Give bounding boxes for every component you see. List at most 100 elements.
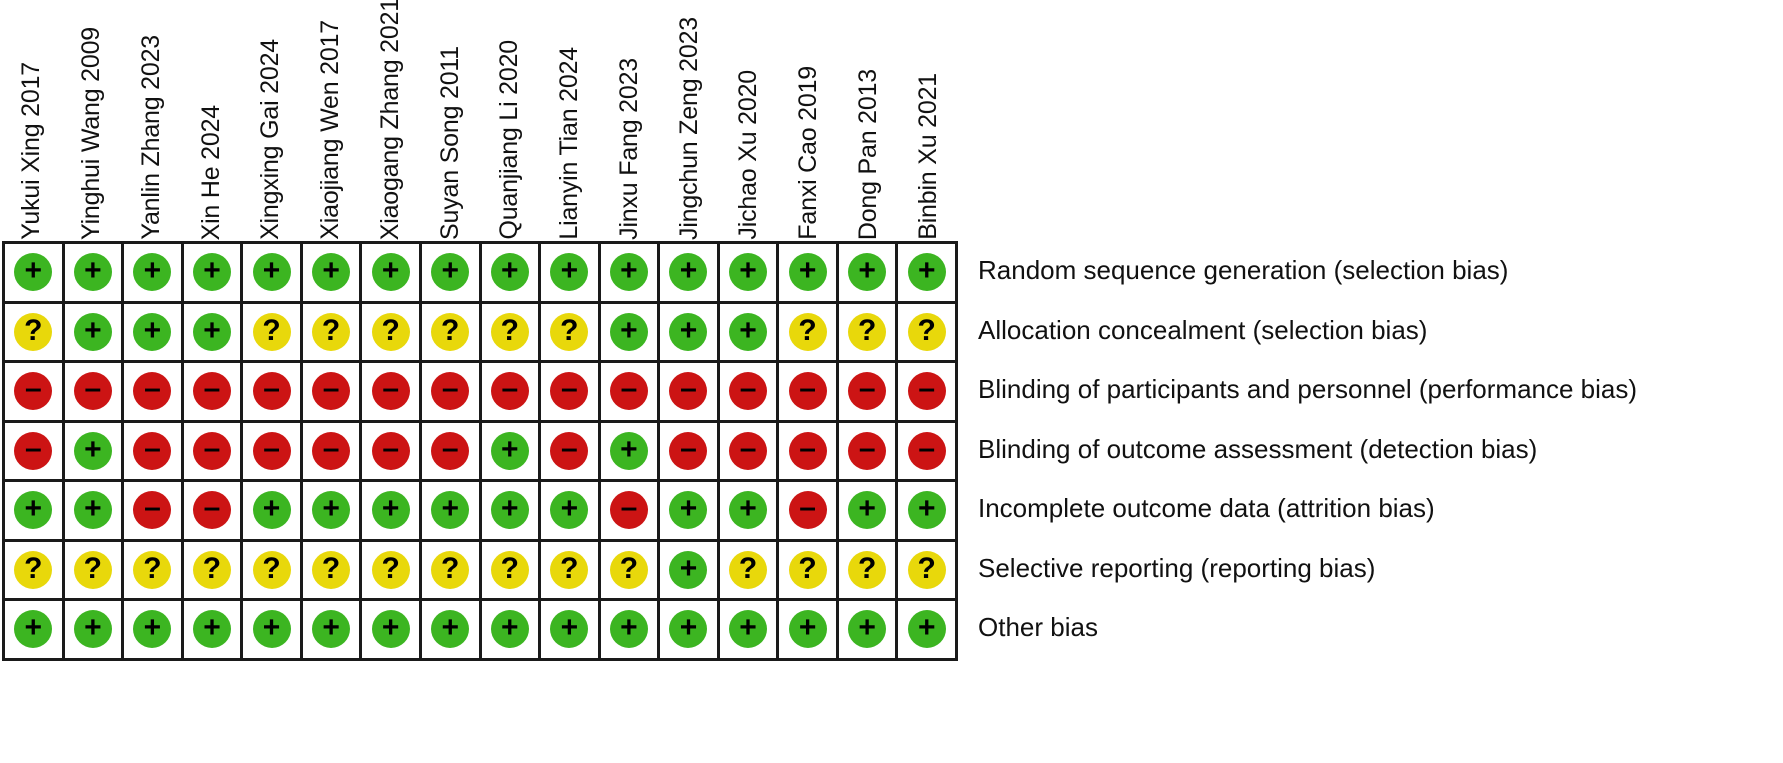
judgement-cell[interactable] xyxy=(660,601,720,661)
judgement-cell[interactable] xyxy=(243,541,303,601)
judgement-cell[interactable] xyxy=(719,601,780,661)
judgement-cell[interactable] xyxy=(838,363,899,423)
judgement-cell[interactable] xyxy=(719,244,780,304)
judgement-cell[interactable] xyxy=(302,422,363,482)
judgement-cell[interactable] xyxy=(243,363,303,423)
judgement-cell[interactable] xyxy=(660,541,720,601)
judgement-cell[interactable] xyxy=(5,541,65,601)
judgement-cell[interactable] xyxy=(421,482,482,542)
judgement-cell[interactable] xyxy=(660,482,720,542)
judgement-cell[interactable] xyxy=(124,541,184,601)
judgement-cell[interactable] xyxy=(898,422,958,482)
judgement-cell[interactable] xyxy=(600,541,661,601)
judgement-cell[interactable] xyxy=(541,303,601,363)
judgement-cell[interactable] xyxy=(779,482,839,542)
judgement-cell[interactable] xyxy=(124,244,184,304)
judgement-cell[interactable] xyxy=(421,363,482,423)
judgement-cell[interactable] xyxy=(541,363,601,423)
judgement-cell[interactable] xyxy=(838,601,899,661)
judgement-cell[interactable] xyxy=(660,303,720,363)
judgement-cell[interactable] xyxy=(600,303,661,363)
judgement-cell[interactable] xyxy=(838,422,899,482)
judgement-cell[interactable] xyxy=(838,541,899,601)
judgement-cell[interactable] xyxy=(124,363,184,423)
judgement-cell[interactable] xyxy=(481,482,542,542)
judgement-cell[interactable] xyxy=(838,482,899,542)
judgement-cell[interactable] xyxy=(362,363,422,423)
judgement-cell[interactable] xyxy=(481,422,542,482)
judgement-cell[interactable] xyxy=(183,303,244,363)
judgement-cell[interactable] xyxy=(779,363,839,423)
judgement-cell[interactable] xyxy=(183,422,244,482)
judgement-cell[interactable] xyxy=(898,244,958,304)
judgement-cell[interactable] xyxy=(183,541,244,601)
judgement-cell[interactable] xyxy=(541,422,601,482)
judgement-cell[interactable] xyxy=(481,541,542,601)
judgement-cell[interactable] xyxy=(243,244,303,304)
judgement-cell[interactable] xyxy=(600,482,661,542)
judgement-cell[interactable] xyxy=(124,482,184,542)
judgement-cell[interactable] xyxy=(243,601,303,661)
judgement-cell[interactable] xyxy=(898,601,958,661)
judgement-cell[interactable] xyxy=(719,303,780,363)
judgement-cell[interactable] xyxy=(302,541,363,601)
judgement-cell[interactable] xyxy=(362,482,422,542)
judgement-cell[interactable] xyxy=(64,363,125,423)
judgement-cell[interactable] xyxy=(362,422,422,482)
judgement-cell[interactable] xyxy=(5,482,65,542)
judgement-cell[interactable] xyxy=(838,244,899,304)
judgement-cell[interactable] xyxy=(5,303,65,363)
judgement-cell[interactable] xyxy=(898,303,958,363)
judgement-cell[interactable] xyxy=(362,601,422,661)
judgement-cell[interactable] xyxy=(302,482,363,542)
judgement-cell[interactable] xyxy=(600,422,661,482)
judgement-cell[interactable] xyxy=(64,303,125,363)
judgement-cell[interactable] xyxy=(183,363,244,423)
judgement-cell[interactable] xyxy=(64,244,125,304)
judgement-cell[interactable] xyxy=(64,601,125,661)
judgement-cell[interactable] xyxy=(362,303,422,363)
judgement-cell[interactable] xyxy=(302,244,363,304)
judgement-cell[interactable] xyxy=(779,244,839,304)
judgement-cell[interactable] xyxy=(779,422,839,482)
judgement-cell[interactable] xyxy=(183,482,244,542)
judgement-cell[interactable] xyxy=(124,601,184,661)
judgement-cell[interactable] xyxy=(660,363,720,423)
judgement-cell[interactable] xyxy=(600,363,661,423)
judgement-cell[interactable] xyxy=(421,244,482,304)
judgement-cell[interactable] xyxy=(64,541,125,601)
judgement-cell[interactable] xyxy=(243,422,303,482)
judgement-cell[interactable] xyxy=(183,601,244,661)
judgement-cell[interactable] xyxy=(421,601,482,661)
judgement-cell[interactable] xyxy=(779,541,839,601)
judgement-cell[interactable] xyxy=(5,363,65,423)
judgement-cell[interactable] xyxy=(481,363,542,423)
judgement-cell[interactable] xyxy=(421,541,482,601)
judgement-cell[interactable] xyxy=(719,541,780,601)
judgement-cell[interactable] xyxy=(779,303,839,363)
judgement-cell[interactable] xyxy=(243,482,303,542)
judgement-cell[interactable] xyxy=(124,303,184,363)
judgement-cell[interactable] xyxy=(838,303,899,363)
judgement-cell[interactable] xyxy=(541,541,601,601)
judgement-cell[interactable] xyxy=(421,422,482,482)
judgement-cell[interactable] xyxy=(541,482,601,542)
judgement-cell[interactable] xyxy=(779,601,839,661)
judgement-cell[interactable] xyxy=(302,303,363,363)
judgement-cell[interactable] xyxy=(481,303,542,363)
judgement-cell[interactable] xyxy=(5,244,65,304)
judgement-cell[interactable] xyxy=(541,601,601,661)
judgement-cell[interactable] xyxy=(64,422,125,482)
judgement-cell[interactable] xyxy=(600,601,661,661)
judgement-cell[interactable] xyxy=(719,422,780,482)
judgement-cell[interactable] xyxy=(898,482,958,542)
judgement-cell[interactable] xyxy=(660,422,720,482)
judgement-cell[interactable] xyxy=(719,482,780,542)
judgement-cell[interactable] xyxy=(660,244,720,304)
judgement-cell[interactable] xyxy=(5,601,65,661)
judgement-cell[interactable] xyxy=(362,244,422,304)
judgement-cell[interactable] xyxy=(481,244,542,304)
judgement-cell[interactable] xyxy=(421,303,482,363)
judgement-cell[interactable] xyxy=(481,601,542,661)
judgement-cell[interactable] xyxy=(124,422,184,482)
